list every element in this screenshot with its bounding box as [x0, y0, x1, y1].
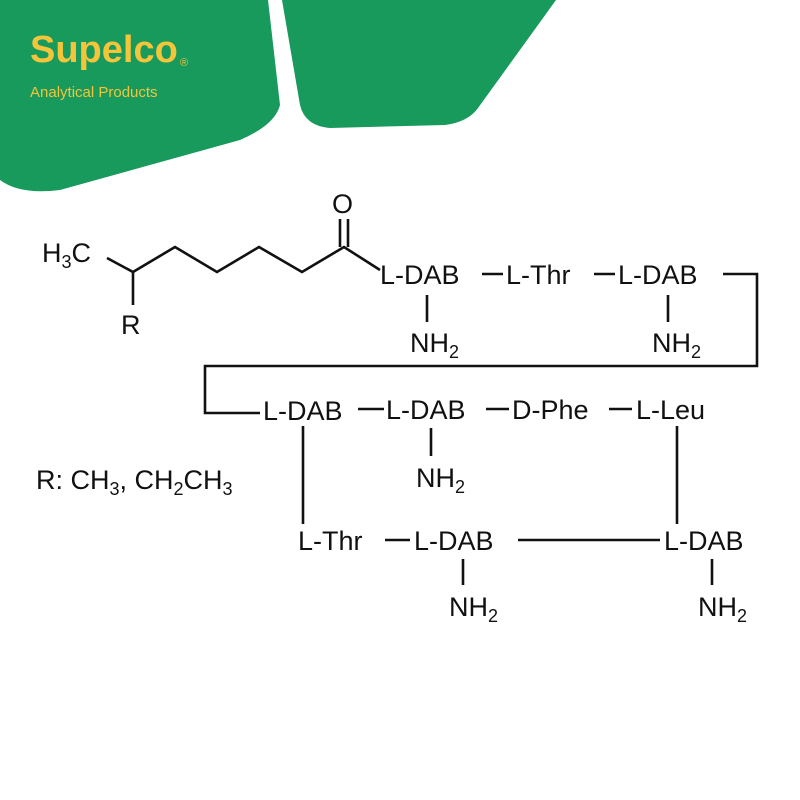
r-group-label: R: [121, 310, 141, 340]
backbone-connector: [203, 272, 759, 415]
methyl-group: H3C: [42, 238, 91, 272]
residue-row1-3: L-DAB: [618, 260, 698, 290]
fatty-acid-tail: H3C R O: [42, 189, 381, 340]
amine-group: NH2: [449, 592, 498, 626]
carbonyl-oxygen: O: [332, 189, 353, 219]
brand-banner: Supelco ® Analytical Products: [0, 0, 556, 192]
brand-name: Supelco: [30, 29, 178, 71]
residue-row3-2: L-DAB: [414, 526, 494, 556]
residue-row2-2: L-DAB: [386, 395, 466, 425]
peptide-row-3: L-Thr L-DAB L-DAB NH2 NH2: [298, 526, 747, 626]
amine-group: NH2: [410, 328, 459, 362]
peptide-row-2: L-DAB L-DAB D-Phe L-Leu NH2: [263, 395, 705, 497]
alkyl-chain-bonds: [106, 245, 381, 274]
banner-left-shape: [0, 0, 280, 192]
residue-row1-1: L-DAB: [380, 260, 460, 290]
peptide-row-1: L-DAB L-Thr L-DAB NH2 NH2: [380, 260, 701, 362]
banner-right-shape: [282, 0, 556, 128]
amine-group: NH2: [416, 463, 465, 497]
residue-row2-3: D-Phe: [512, 395, 589, 425]
residue-row2-1: L-DAB: [263, 396, 343, 426]
residue-row1-2: L-Thr: [506, 260, 571, 290]
residue-row3-1: L-Thr: [298, 526, 363, 556]
r-group-legend: R: CH3, CH2CH3: [36, 465, 233, 499]
residue-row3-3: L-DAB: [664, 526, 744, 556]
residue-row2-4: L-Leu: [636, 395, 705, 425]
brand-tagline: Analytical Products: [30, 84, 158, 101]
brand-registered-mark: ®: [180, 57, 188, 69]
amine-group: NH2: [652, 328, 701, 362]
amine-group: NH2: [698, 592, 747, 626]
